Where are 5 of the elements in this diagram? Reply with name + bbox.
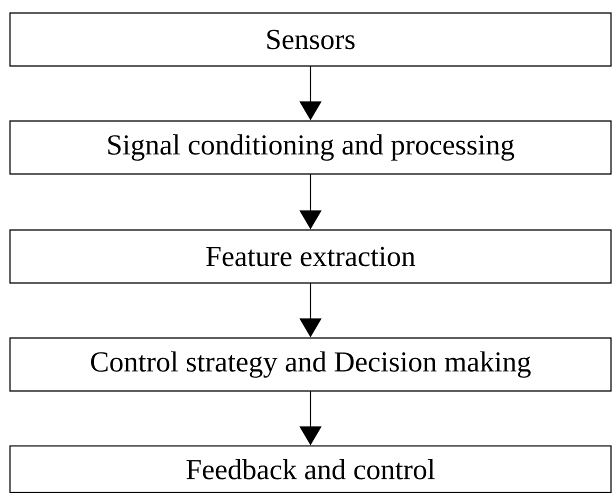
process-box: Feature extraction	[9, 229, 612, 284]
process-box: Signal conditioning and processing	[9, 120, 612, 175]
process-box: Control strategy and Decision making	[9, 337, 612, 392]
process-box: Feedback and control	[9, 445, 612, 493]
process-box: Sensors	[9, 12, 612, 67]
